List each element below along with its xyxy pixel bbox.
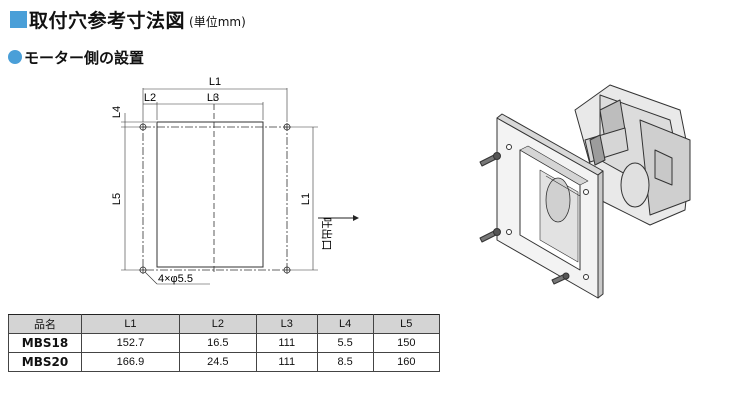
unit-note: (単位mm) [189, 15, 246, 29]
bullet-dot-icon [8, 50, 22, 64]
section-heading: モーター側の設置 [24, 48, 145, 67]
cell-l1: 152.7 [81, 333, 180, 353]
col-header-l1: L1 [81, 314, 180, 334]
col-header-l2: L2 [178, 314, 257, 334]
dim-label-l4: L4 [111, 106, 123, 118]
cell-l4: 8.5 [316, 352, 374, 372]
table-row: MBS18 152.7 16.5 111 5.5 150 [8, 333, 441, 353]
col-header-model: 品名 [8, 314, 82, 334]
mounting-drawing: L1 L2 L3 L4 L5 L1 4×φ5.5 吐出口 [111, 76, 691, 299]
model-name: MBS20 [8, 352, 82, 372]
hole-note: 4×φ5.5 [158, 273, 193, 285]
table-row: MBS20 166.9 24.5 111 8.5 160 [8, 352, 441, 372]
dimension-drawing [121, 88, 318, 285]
cell-l5: 150 [372, 333, 441, 353]
cell-l5: 160 [372, 352, 441, 372]
model-name: MBS18 [8, 333, 82, 353]
table-header-row: 品名 L1 L2 L3 L4 L5 [8, 314, 441, 334]
cell-l2: 24.5 [178, 352, 257, 372]
section-heading-row: モーター側の設置 [8, 47, 144, 67]
page-title: 取付穴参考寸法図 [29, 9, 186, 32]
col-header-l4: L4 [316, 314, 374, 334]
motor-illustration [479, 84, 691, 299]
dim-label-l2: L2 [144, 92, 156, 104]
dim-label-l5: L5 [111, 193, 123, 205]
dimension-table: 品名 L1 L2 L3 L4 L5 MBS18 152.7 16.5 111 5… [8, 314, 441, 372]
dim-label-l1-top: L1 [209, 76, 221, 88]
cell-l1: 166.9 [81, 352, 180, 372]
cell-l3: 111 [255, 352, 318, 372]
outlet-label: 吐出口 [320, 218, 334, 251]
col-header-l5: L5 [372, 314, 441, 334]
cell-l2: 16.5 [178, 333, 257, 353]
hole-center-outline [142, 126, 288, 271]
cell-l4: 5.5 [316, 333, 374, 353]
page-title-row: 取付穴参考寸法図 (単位mm) [10, 6, 246, 32]
dim-label-l1-side: L1 [300, 193, 312, 205]
cutout-outline [156, 121, 264, 268]
dim-label-l3: L3 [207, 92, 219, 104]
cell-l3: 111 [255, 333, 318, 353]
title-square-icon [10, 10, 27, 28]
col-header-l3: L3 [255, 314, 318, 334]
